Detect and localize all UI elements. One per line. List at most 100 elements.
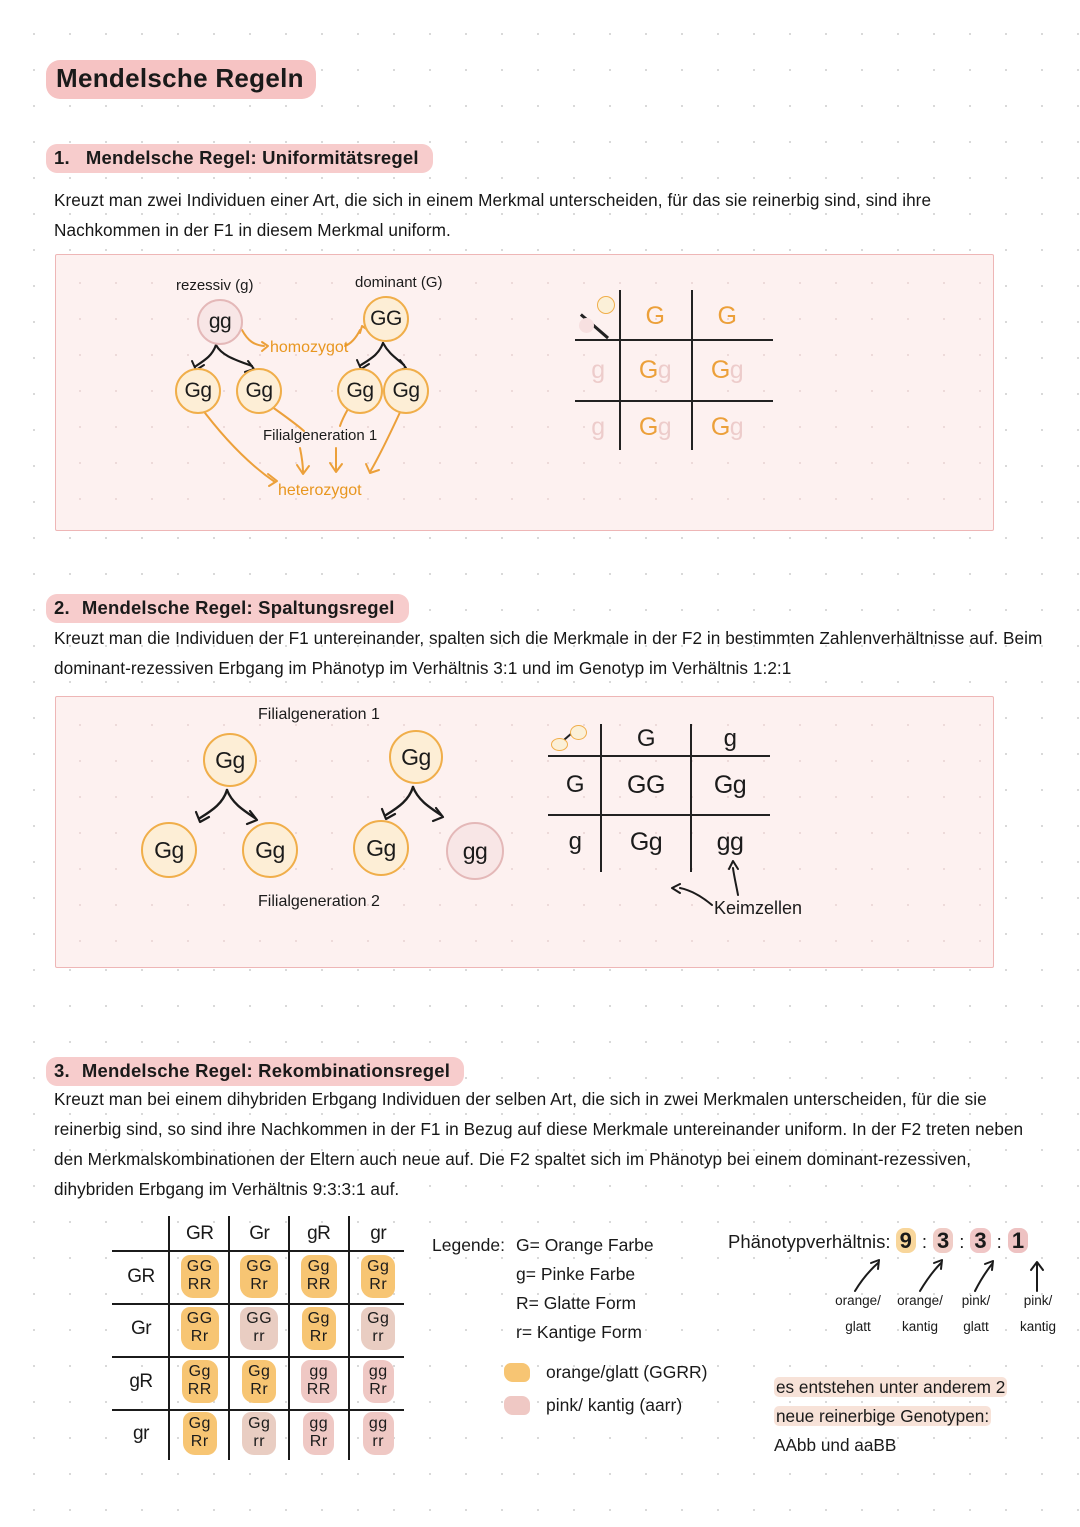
dh-cell-1-4: Gg Rr — [349, 1250, 409, 1303]
f1-parent-circle-1: Gg — [203, 733, 257, 787]
punnett1-top-2: G — [717, 301, 737, 330]
legend-entry-2: g= Pinke Farbe — [516, 1264, 636, 1284]
label-filialgeneration-2: Filialgeneration 2 — [258, 893, 380, 910]
legend-entry-3: R= Glatte Form — [516, 1293, 637, 1313]
note-line-2: neue reinerbige Genotypen: — [774, 1406, 992, 1426]
ratio-value-2: 3 — [933, 1228, 954, 1253]
dh-cell-1-1: GG RR — [170, 1250, 230, 1303]
legend-entry-1: G= Orange Farbe — [516, 1235, 654, 1255]
rule-3-title: Mendelsche Regel: Rekombinationsregel — [81, 1060, 451, 1081]
page-title: Mendelsche Regeln — [46, 60, 316, 99]
dh-cell-2-4: Gg rr — [349, 1303, 409, 1356]
conclusion-note: es entstehen unter anderem 2 neue reiner… — [774, 1373, 1008, 1460]
dh-cell-3-2: Gg Rr — [230, 1355, 290, 1408]
legend-swatch-label-2: pink/ kantig (aarr) — [546, 1395, 683, 1415]
ratio-value-3: 3 — [970, 1228, 991, 1253]
ratio-sep-1: : — [921, 1231, 928, 1252]
punnett2-top-2: g — [723, 725, 737, 752]
phenotype-label-4: pink/ kantig — [1019, 1293, 1057, 1334]
f1-circle-4: Gg — [383, 368, 429, 414]
dh-cell-3-4: gg Rr — [349, 1355, 409, 1408]
rule-3-heading: 3. Mendelsche Regel: Rekombinationsregel — [46, 1057, 465, 1086]
rule-1-number: 1. — [54, 147, 70, 168]
swatch-orange-icon — [504, 1363, 530, 1382]
rule-2-heading: 2. Mendelsche Regel: Spaltungsregel — [46, 594, 409, 623]
legend-entry-4: r= Kantige Form — [516, 1322, 642, 1342]
legend-row-1: Legende:G= Orange Farbe — [432, 1231, 654, 1260]
dh-cell-3-3: gg RR — [289, 1355, 349, 1408]
f1-circle-1: Gg — [175, 368, 221, 414]
phenotype-ratio: Phänotypverhältnis: 9:3:3:1 — [728, 1228, 1029, 1254]
rule-2-number: 2. — [54, 597, 70, 618]
f2-circle-1: Gg — [141, 822, 197, 878]
ratio-sep-3: : — [996, 1231, 1002, 1252]
punnett2-cell-2-1: Gg — [629, 827, 663, 856]
punnett1-top-1: G — [645, 301, 665, 330]
note-line-3: AAbb und aaBB — [774, 1435, 897, 1455]
rule-1-body: Kreuzt man zwei Individuen einer Art, di… — [54, 190, 932, 240]
rule-2-body: Kreuzt man die Individuen der F1 unterei… — [54, 628, 1043, 678]
label-keimzellen: Keimzellen — [714, 898, 803, 918]
dh-row-header-2: Gr — [130, 1318, 152, 1340]
dh-col-header-3: gR — [307, 1222, 331, 1244]
dihybrid-punnett-square: GR Gr gR gr GR GG RR GG Rr Gg RR Gg Rr G… — [112, 1216, 408, 1460]
table-row: gr Gg Rr Gg rr gg Rr gg rr — [112, 1408, 408, 1461]
dh-cell-2-1: GG Rr — [170, 1303, 230, 1356]
label-dominant: dominant (G) — [355, 274, 443, 291]
rule-3-body: Kreuzt man bei einem dihybriden Erbgang … — [54, 1089, 1024, 1199]
legend-row-2: g= Pinke Farbe — [432, 1260, 654, 1289]
label-heterozygot: heterozygot — [278, 482, 362, 499]
dh-cell-4-4: gg rr — [349, 1408, 409, 1461]
label-recessive: rezessiv (g) — [176, 277, 254, 294]
dh-cell-1-3: Gg RR — [289, 1250, 349, 1303]
ratio-sep-2: : — [959, 1231, 965, 1252]
dh-row-header-1: GR — [127, 1265, 155, 1287]
phenotype-label-3: pink/ glatt — [961, 1293, 991, 1334]
legend: Legende:G= Orange Farbe g= Pinke Farbe R… — [432, 1231, 654, 1347]
dh-row-header-4: gr — [133, 1423, 149, 1445]
f2-circle-4: gg — [446, 822, 504, 880]
dh-cell-3-1: Gg RR — [170, 1355, 230, 1408]
table-row: gR Gg RR Gg Rr gg RR gg Rr — [112, 1355, 408, 1408]
table-row: GR GG RR GG Rr Gg RR Gg Rr — [112, 1250, 408, 1303]
dh-cell-4-3: gg Rr — [289, 1408, 349, 1461]
rule-3-number: 3. — [54, 1060, 70, 1081]
dh-cell-4-2: Gg rr — [230, 1408, 290, 1461]
f1-circle-2: Gg — [236, 368, 282, 414]
legend-swatch-label-1: orange/glatt (GGRR) — [546, 1362, 708, 1382]
phenotype-label-1: orange/ glatt — [835, 1293, 881, 1334]
punnett2-side-1: G — [565, 771, 585, 798]
label-filialgeneration-1b: Filialgeneration 1 — [258, 706, 380, 723]
rule-1-heading: 1.Mendelsche Regel: Uniformitätsregel — [46, 144, 433, 173]
punnett2-side-2: g — [568, 828, 582, 855]
f2-circle-3: Gg — [353, 820, 409, 876]
punnett2-top-1: G — [636, 725, 656, 752]
dh-col-header-4: gr — [370, 1222, 387, 1244]
dh-cell-1-2: GG Rr — [230, 1250, 290, 1303]
punnett1-side-1: g — [591, 355, 605, 384]
punnett2-cell-1-2: Gg — [713, 770, 747, 799]
dh-cell-2-2: GG rr — [230, 1303, 290, 1356]
f1-circle-3: Gg — [337, 368, 383, 414]
dh-row-header-3: gR — [129, 1370, 153, 1392]
swatch-pink-icon — [504, 1396, 530, 1415]
punnett2-cell-1-1: GG — [627, 770, 665, 799]
f1-parent-circle-2: Gg — [389, 730, 443, 784]
phenotype-label-2: orange/ kantig — [897, 1293, 943, 1334]
legend-row-4: r= Kantige Form — [432, 1318, 654, 1347]
legend-swatch-pink-row: pink/ kantig (aarr) — [504, 1395, 682, 1416]
rule-2-title: Mendelsche Regel: Spaltungsregel — [81, 597, 395, 618]
note-line-1: es entstehen unter anderem 2 — [774, 1377, 1008, 1397]
table-row: Gr GG Rr GG rr Gg Rr Gg rr — [112, 1303, 408, 1356]
dh-cell-4-1: Gg Rr — [170, 1408, 230, 1461]
label-filialgeneration-1: Filialgeneration 1 — [263, 427, 378, 444]
ratio-value-1: 9 — [895, 1228, 916, 1253]
